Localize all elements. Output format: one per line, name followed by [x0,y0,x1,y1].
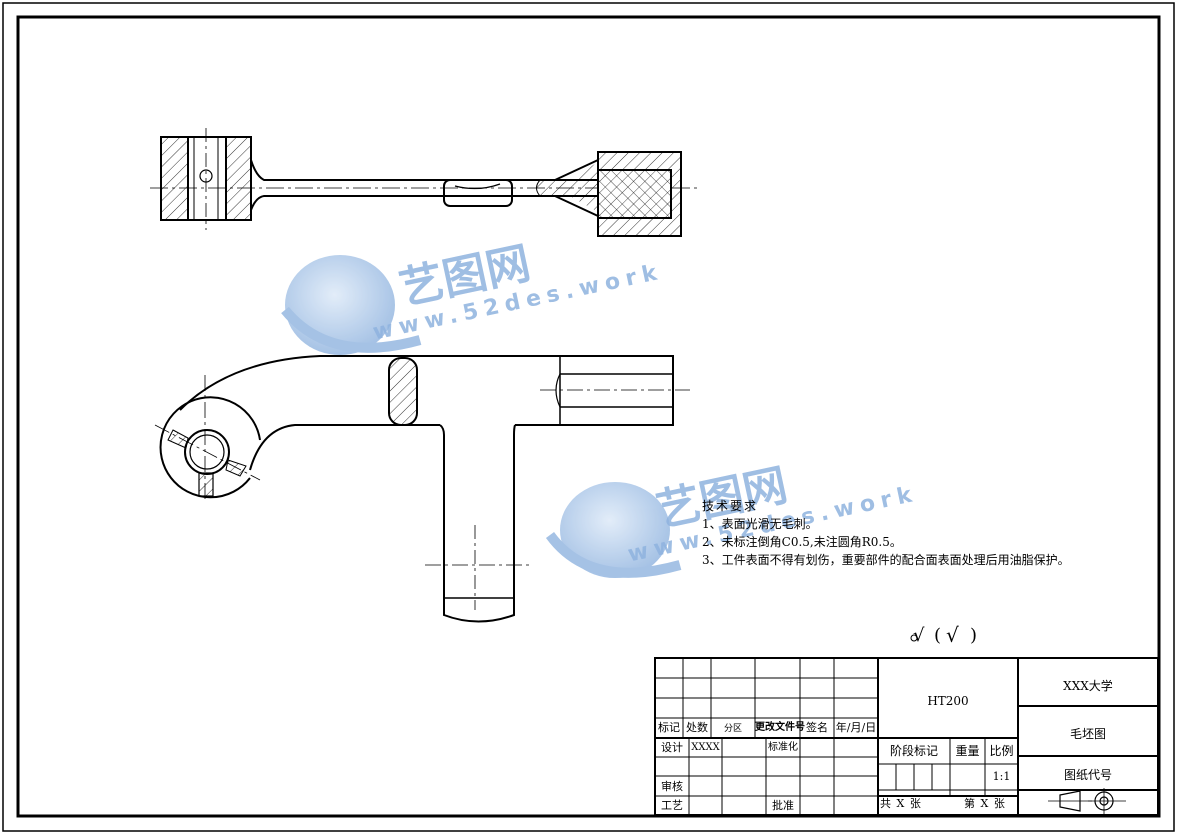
drawing-code-label: 图纸代号 [1063,768,1112,782]
total-sheets: 共 X 张 [880,797,922,810]
front-view [154,355,690,623]
inner-border [16,15,1161,818]
watermark-logo-2 [545,482,682,578]
review-label: 审核 [661,780,683,793]
designer-name: XXXX [691,742,720,753]
process-label: 工艺 [661,799,683,812]
tech-requirement-3: 3、工件表面不得有划伤，重要部件的配合面表面处理后用油脂保护。 [702,553,1070,567]
drawing-name: 毛坯图 [1069,727,1106,741]
design-label: 设计 [661,741,683,754]
stage-mark-label: 阶段标记 [889,744,938,758]
school-name: XXX大学 [1063,679,1113,693]
tech-requirement-2: 2、未标注倒角C0.5,未注圆角R0.5。 [702,535,902,549]
approve-label: 批准 [772,799,794,812]
watermark-logo-1 [281,255,422,355]
weight-label: 重量 [955,744,980,758]
standardization-label: 标准化 [768,742,798,753]
roughness-symbol-graphic [910,634,918,642]
rev-date-label: 年/月/日 [835,721,877,734]
top-section-view [150,128,700,237]
roughness-bracket-symbol: √ [946,623,959,647]
tech-requirement-1: 1、表面光滑无毛刺。 [702,517,818,531]
rev-zone-label: 分区 [723,724,742,734]
sheet-number: 第 X 张 [964,797,1006,810]
rev-doc-label: 更改文件号 [755,722,805,733]
roughness-bracket-open: ( [934,625,942,646]
title-block-grid [654,657,1159,816]
material-label: HT200 [927,694,969,708]
tech-requirements-title: 技术要求 [702,499,759,513]
roughness-main: √ [913,625,925,646]
roughness-bracket-close: ) [970,625,978,646]
scale-value: 1:1 [992,770,1011,783]
scale-label: 比例 [989,744,1014,758]
rev-count-label: 处数 [686,721,708,734]
rev-mark-label: 标记 [658,721,680,734]
rev-sign-label: 签名 [806,721,828,734]
projection-symbol-icon [1048,788,1126,814]
